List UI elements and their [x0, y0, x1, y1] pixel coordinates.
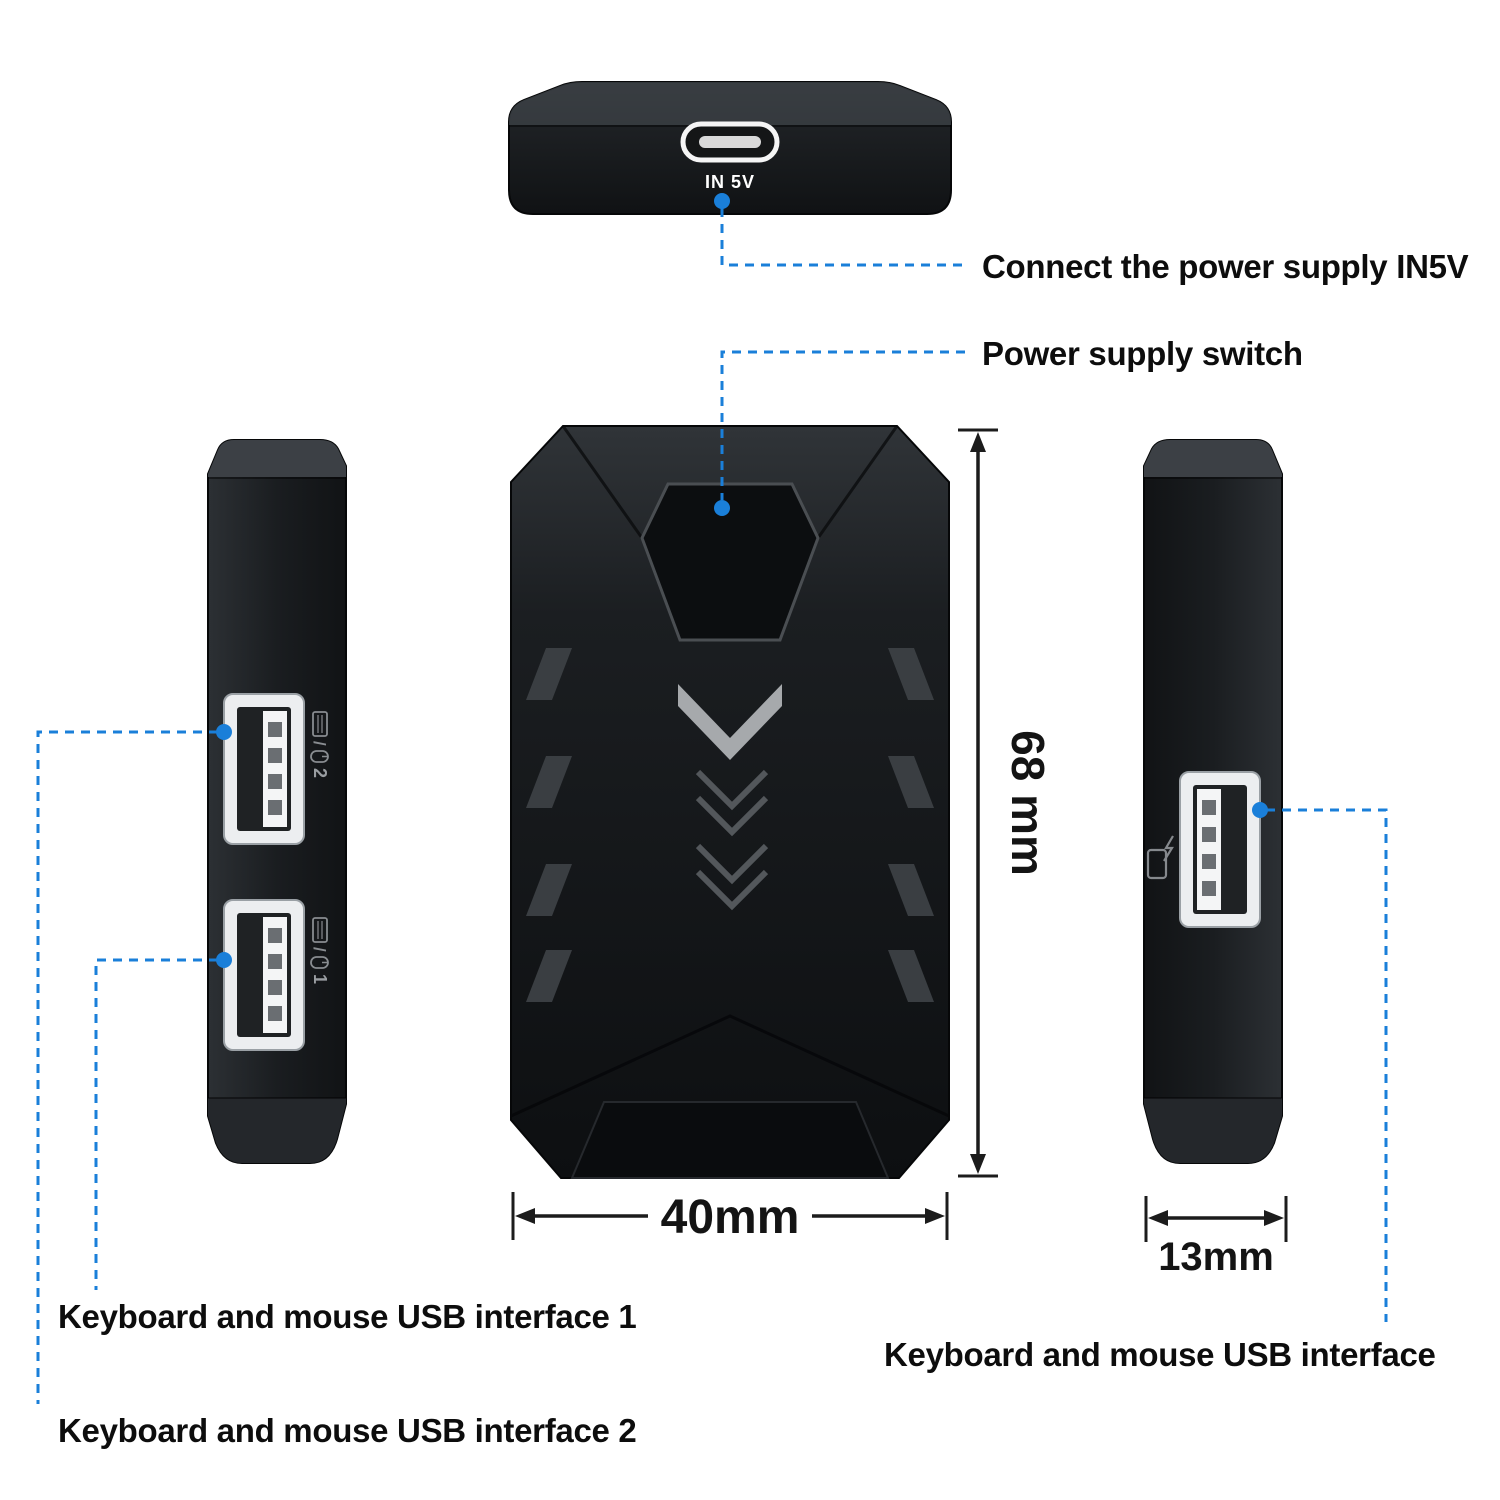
label-usb-interface-2: Keyboard and mouse USB interface 2: [58, 1412, 637, 1449]
svg-text:/: /: [310, 947, 329, 952]
keyboard-mouse-icon-port1: / 1: [310, 917, 330, 984]
label-usb-interface-side: Keyboard and mouse USB interface: [884, 1336, 1436, 1373]
connector-usb-side: [1266, 808, 1388, 1322]
usb-port-1: [223, 899, 305, 1051]
connector-power-switch: [720, 350, 965, 500]
device-right-side-view: [1143, 439, 1283, 1164]
device-left-side-view: / 2 / 1: [207, 439, 347, 1164]
dimension-depth: 13mm: [1144, 1196, 1288, 1279]
marker-usb-2: [216, 724, 232, 740]
dimension-height: 68 mm: [958, 428, 1054, 1178]
label-power-supply: Connect the power supply IN5V: [982, 248, 1469, 285]
marker-usb-c: [714, 193, 730, 209]
port-1-number: 1: [310, 974, 330, 984]
marker-usb-1: [216, 952, 232, 968]
marker-power-switch: [714, 500, 730, 516]
device-top-view: IN 5V: [508, 81, 952, 215]
label-usb-interface-1: Keyboard and mouse USB interface 1: [58, 1298, 637, 1335]
connector-power-supply: [720, 208, 965, 267]
dimension-width-label: 40mm: [661, 1191, 800, 1244]
connector-usb-2: [36, 730, 218, 1404]
logo-chevron-icon: [678, 684, 782, 760]
label-power-switch: Power supply switch: [982, 335, 1303, 372]
connector-usb-1: [94, 958, 218, 1290]
callout-connectors: [36, 193, 1388, 1404]
bottom-foot: [570, 1101, 890, 1179]
chevron-down-icons: [695, 769, 769, 911]
dimension-depth-label: 13mm: [1158, 1235, 1274, 1279]
usb-port-side: [1179, 771, 1261, 928]
marker-usb-side: [1252, 802, 1268, 818]
power-switch-button: [640, 482, 820, 642]
device-front-view: [510, 425, 950, 1179]
usb-c-port: [680, 121, 780, 163]
svg-text:/: /: [310, 741, 329, 746]
dimension-width: 40mm: [511, 1191, 949, 1244]
usb-c-port-label: IN 5V: [705, 172, 755, 192]
side-grooves: [526, 648, 934, 1002]
usb-port-2: [223, 693, 305, 845]
keyboard-mouse-icon-port2: / 2: [310, 711, 330, 778]
charging-icon: [1146, 835, 1174, 880]
dimension-height-label: 68 mm: [1002, 730, 1054, 876]
port-2-number: 2: [310, 768, 330, 778]
